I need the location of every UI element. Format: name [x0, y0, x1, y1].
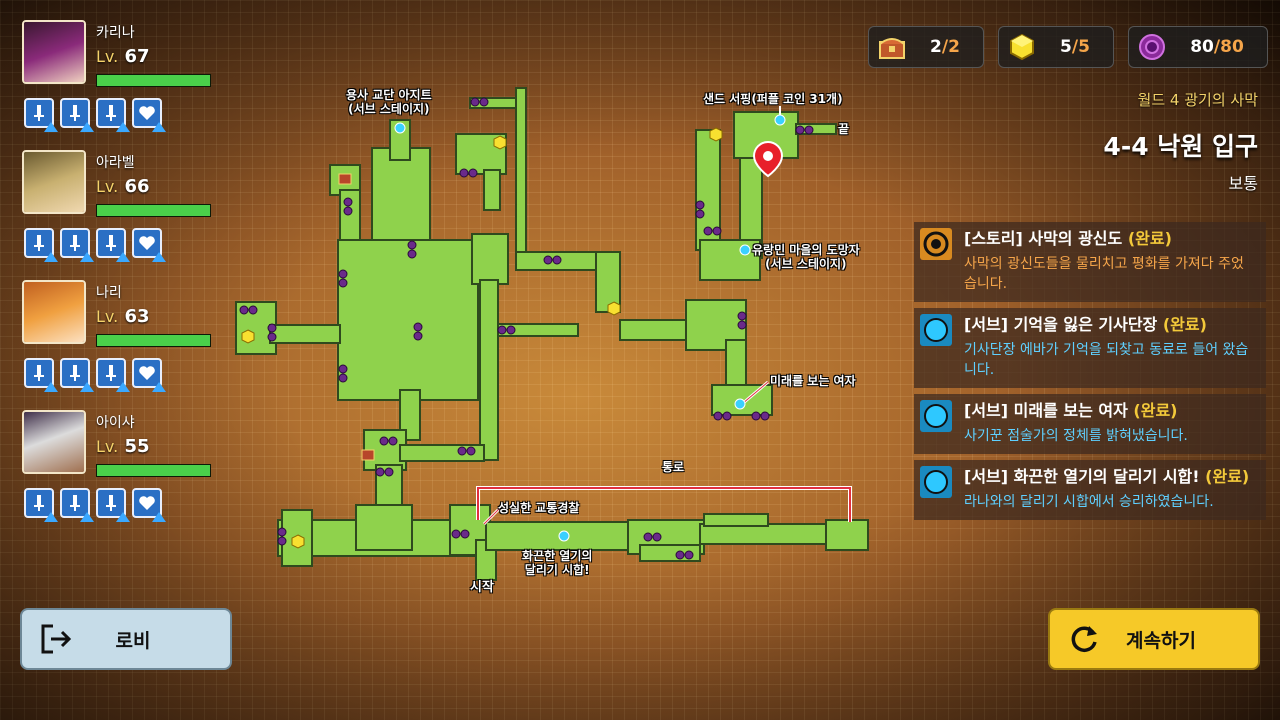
hp-bar	[96, 464, 211, 477]
quest-item[interactable]: [서브] 기억을 잃은 기사단장 (완료) 기사단장 에바가 기억을 되찾고 동…	[914, 308, 1266, 388]
coin-counter: 80/80	[1128, 26, 1268, 68]
heart-skill-icon[interactable]	[132, 488, 166, 522]
skill-row	[24, 228, 166, 262]
treasure-chest-icon	[877, 32, 907, 62]
continue-button[interactable]: 계속하기	[1048, 608, 1260, 670]
heart-skill-icon[interactable]	[132, 358, 166, 392]
yellow-cube-icon	[1007, 32, 1037, 62]
portrait-nari[interactable]	[22, 280, 86, 344]
map-label-sand-shop: 샌드 서핑(퍼플 코인 31개)	[703, 92, 843, 106]
sword-skill-icon[interactable]	[60, 488, 94, 522]
difficulty-label: 보통	[1228, 174, 1258, 193]
sub-quest-icon	[920, 466, 952, 498]
member-level: Lv. 63	[96, 306, 150, 327]
map-label-police: 성실한 교통경찰	[498, 501, 580, 515]
quest-desc: 라나와의 달리기 시합에서 승리하였습니다.	[964, 494, 1214, 510]
sword-skill-icon[interactable]	[96, 98, 130, 132]
map-label-race: 화끈한 열기의 달리기 시합!	[522, 549, 593, 577]
quest-title: [서브] 미래를 보는 여자 (완료)	[964, 401, 1178, 420]
chest-counter: 2/2	[868, 26, 984, 68]
hp-bar	[96, 204, 211, 217]
member-name: 아이샤	[96, 415, 135, 431]
sword-skill-icon[interactable]	[96, 228, 130, 262]
sword-skill-icon[interactable]	[60, 228, 94, 262]
member-name: 카리나	[96, 25, 135, 41]
lobby-label: 로비	[115, 629, 151, 652]
quest-list: [스토리] 사막의 광신도 (완료) 사막의 광신도들을 물리치고 평화를 가져…	[914, 222, 1266, 526]
sword-skill-icon[interactable]	[60, 358, 94, 392]
sword-skill-icon[interactable]	[96, 488, 130, 522]
sword-skill-icon[interactable]	[24, 228, 58, 262]
purple-coin-icon	[1137, 32, 1167, 62]
party-member[interactable]: 아라벨 Lv. 66	[20, 148, 220, 278]
map-label-future-woman: 미래를 보는 여자	[770, 374, 856, 388]
sword-skill-icon[interactable]	[24, 488, 58, 522]
member-name: 아라벨	[96, 155, 135, 171]
heart-skill-icon[interactable]	[132, 228, 166, 262]
portrait-aisha[interactable]	[22, 410, 86, 474]
quest-item[interactable]: [스토리] 사막의 광신도 (완료) 사막의 광신도들을 물리치고 평화를 가져…	[914, 222, 1266, 302]
party-member[interactable]: 나리 Lv. 63	[20, 278, 220, 408]
map-label-refugee: 유랑민 마을의 도망자 (서브 스테이지)	[752, 243, 860, 271]
member-level: Lv. 66	[96, 176, 150, 197]
chest-value: 2/2	[930, 37, 960, 57]
continue-label: 계속하기	[1126, 629, 1196, 652]
portrait-karina[interactable]	[22, 20, 86, 84]
world-name: 월드 4 광기의 사막	[1137, 91, 1258, 109]
party-member[interactable]: 카리나 Lv. 67	[20, 18, 220, 148]
heart-skill-icon[interactable]	[132, 98, 166, 132]
quest-title: [서브] 기억을 잃은 기사단장 (완료)	[964, 315, 1207, 334]
sub-quest-icon	[920, 400, 952, 432]
skill-row	[24, 488, 166, 522]
quest-item[interactable]: [서브] 화끈한 열기의 달리기 시합! (완료) 라나와의 달리기 시합에서 …	[914, 460, 1266, 520]
cube-counter: 5/5	[998, 26, 1114, 68]
sword-skill-icon[interactable]	[60, 98, 94, 132]
hp-bar	[96, 74, 211, 87]
sword-skill-icon[interactable]	[96, 358, 130, 392]
sword-skill-icon[interactable]	[24, 98, 58, 132]
member-name: 나리	[96, 285, 122, 301]
cube-value: 5/5	[1060, 37, 1090, 57]
member-level: Lv. 67	[96, 46, 150, 67]
stage-title: 4-4 낙원 입구	[1103, 132, 1258, 161]
skill-row	[24, 358, 166, 392]
hp-bar	[96, 334, 211, 347]
sub-quest-icon	[920, 314, 952, 346]
sword-skill-icon[interactable]	[24, 358, 58, 392]
story-quest-icon	[920, 228, 952, 260]
coin-value: 80/80	[1190, 37, 1244, 57]
map-label-end: 끝	[838, 122, 850, 136]
quest-title: [서브] 화끈한 열기의 달리기 시합! (완료)	[964, 467, 1250, 486]
party-member[interactable]: 아이샤 Lv. 55	[20, 408, 220, 538]
quest-desc: 기사단장 에바가 기억을 되찾고 동료로 들어 왔습니다.	[964, 342, 1249, 378]
lobby-button[interactable]: 로비	[20, 608, 232, 670]
portrait-arabelle[interactable]	[22, 150, 86, 214]
exit-icon	[36, 619, 76, 659]
member-level: Lv. 55	[96, 436, 150, 457]
map-label-passage: 통로	[662, 460, 685, 474]
skill-row	[24, 98, 166, 132]
quest-title: [스토리] 사막의 광신도 (완료)	[964, 229, 1172, 248]
map-label-start: 시작	[470, 580, 494, 595]
quest-desc: 사기꾼 점술가의 정체를 밝혀냈습니다.	[964, 428, 1188, 444]
quest-item[interactable]: [서브] 미래를 보는 여자 (완료) 사기꾼 점술가의 정체를 밝혀냈습니다.	[914, 394, 1266, 454]
refresh-icon	[1064, 619, 1104, 659]
quest-desc: 사막의 광신도들을 물리치고 평화를 가져다 주었습니다.	[964, 256, 1244, 292]
map-label-hideout: 용사 교단 아지트 (서브 스테이지)	[346, 88, 432, 116]
party-panel: 카리나 Lv. 67 아라벨 Lv. 66 나리 Lv. 63	[20, 18, 220, 538]
